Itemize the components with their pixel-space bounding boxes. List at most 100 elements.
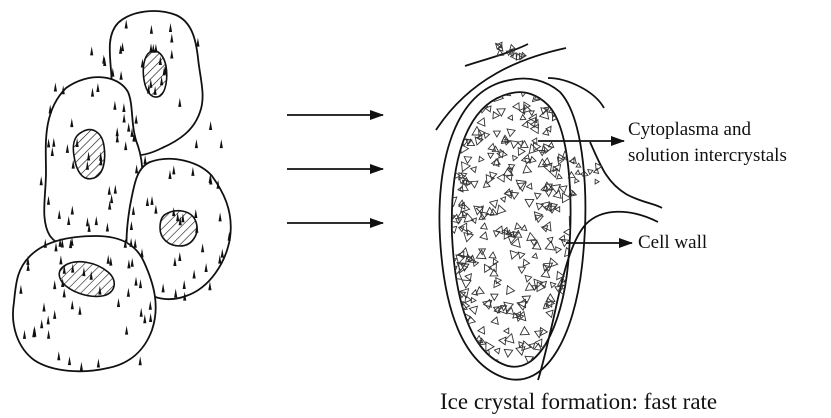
crystal-triangle <box>529 111 534 116</box>
cell-bottom <box>13 236 156 371</box>
crystal-triangle <box>566 91 573 98</box>
ice-crystal-mark <box>208 281 211 290</box>
ice-crystal-mark <box>54 83 57 92</box>
crystal-triangle <box>575 170 580 174</box>
crystal-triangle <box>465 274 471 281</box>
crystal-triangle <box>575 178 579 183</box>
crystal-triangle <box>518 148 525 156</box>
crystal-triangle <box>525 275 532 282</box>
crystal-triangle <box>468 316 476 324</box>
crystal-triangle <box>489 252 496 258</box>
crystal-triangle <box>471 298 476 303</box>
crystal-triangle <box>467 361 474 368</box>
crystal-triangle <box>518 252 524 259</box>
ice-crystal-mark <box>144 155 147 164</box>
cytoplasm-crystals <box>447 88 578 370</box>
crystal-triangle <box>556 247 562 253</box>
crystal-triangle <box>535 193 541 199</box>
crystal-triangle <box>449 97 458 107</box>
crystal-triangle <box>515 223 521 229</box>
crystal-triangle <box>469 306 477 314</box>
crystal-triangle <box>545 241 554 250</box>
crystal-triangle <box>490 200 498 208</box>
crystal-triangle <box>507 308 514 315</box>
cytoplasm-label-line1: Cytoplasma and <box>628 120 751 139</box>
crystal-triangle <box>464 233 473 242</box>
crystal-triangle <box>504 328 509 334</box>
crystal-triangle <box>518 267 525 273</box>
cytoplasm-label-line2: solution intercrystals <box>628 146 787 165</box>
crystal-triangle <box>560 186 567 193</box>
crystal-triangle <box>507 286 515 295</box>
crystal-triangle <box>480 232 487 240</box>
crystal-triangle <box>494 348 499 354</box>
ice-crystal-mark <box>196 38 199 47</box>
crystal-triangle <box>527 183 533 189</box>
crystal-triangle <box>513 156 518 161</box>
crystal-triangle <box>450 290 456 296</box>
crystal-triangle <box>511 141 519 149</box>
crystal-triangle <box>447 319 452 325</box>
crystal-triangle <box>476 287 484 294</box>
magnified-cell <box>436 44 662 380</box>
crystal-triangle <box>532 138 537 144</box>
crystal-triangle <box>522 341 531 350</box>
crystal-triangle <box>486 342 494 351</box>
crystal-triangle <box>595 179 599 184</box>
crystal-triangle <box>458 252 464 259</box>
crystal-triangle <box>549 100 555 107</box>
crystal-triangle <box>467 115 473 121</box>
crystal-triangle <box>462 280 471 288</box>
crystal-triangle <box>547 237 553 243</box>
crystal-triangle <box>462 162 471 172</box>
crystal-triangle <box>501 197 506 202</box>
cell-cluster <box>13 11 231 371</box>
crystal-triangle <box>504 349 512 357</box>
crystal-triangle <box>525 199 534 207</box>
nucleus-middle-right <box>160 211 197 246</box>
crystal-triangle <box>484 264 491 272</box>
ice-crystal-mark <box>220 139 223 148</box>
crystal-triangle <box>550 361 559 369</box>
crystal-triangle <box>560 349 566 355</box>
crystal-triangle <box>485 106 491 112</box>
crystal-triangle <box>570 157 576 163</box>
crystal-triangle <box>523 165 531 173</box>
crystal-triangle <box>563 88 572 97</box>
crystal-triangle <box>562 313 571 321</box>
ice-crystal-mark <box>90 46 93 55</box>
crystal-triangle <box>535 215 543 222</box>
crystal-triangle <box>488 153 494 158</box>
crystal-triangle <box>462 328 471 337</box>
crystal-triangle <box>493 112 499 119</box>
crystal-triangle <box>450 226 457 233</box>
ice-crystal-mark <box>209 121 212 130</box>
crystal-triangle <box>523 259 529 266</box>
crystal-triangle <box>451 347 457 353</box>
crystal-triangle <box>546 310 553 317</box>
ice-crystal-mark <box>139 356 142 365</box>
neighbor-wall-top <box>436 48 566 130</box>
cell-wall-label: Cell wall <box>638 233 707 252</box>
crystal-triangle <box>534 279 543 288</box>
crystal-triangle <box>563 131 569 137</box>
crystal-triangle <box>493 259 498 265</box>
crystal-triangle <box>507 129 515 137</box>
ice-crystal-mark <box>44 239 47 248</box>
crystal-triangle <box>478 327 485 334</box>
crystal-triangle <box>494 131 501 137</box>
crystal-triangle <box>549 258 558 267</box>
crystal-triangle <box>557 174 562 179</box>
crystal-triangle <box>491 294 498 300</box>
crystal-triangle <box>569 94 576 101</box>
crystal-triangle <box>530 157 536 163</box>
ice-crystal-mark <box>195 139 198 148</box>
crystal-triangle <box>526 283 535 291</box>
crystal-triangle <box>499 337 506 345</box>
crystal-triangle <box>447 276 453 282</box>
neighbor-wall-upper-right <box>548 78 604 108</box>
crystal-triangle <box>461 203 470 212</box>
figure-caption: Ice crystal formation: fast rate <box>440 390 717 413</box>
crystal-triangle <box>521 225 527 230</box>
crystal-triangle <box>471 167 477 173</box>
